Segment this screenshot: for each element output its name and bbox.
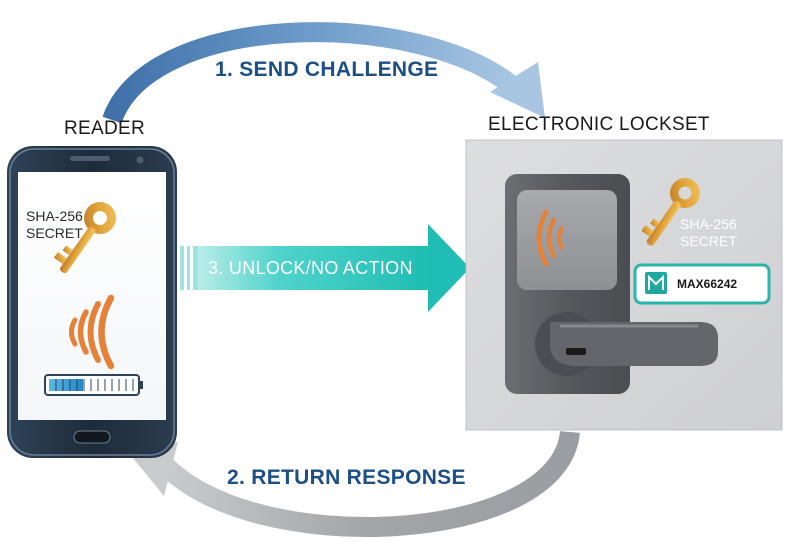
reader-secret-label: SHA-256 SECRET	[26, 208, 83, 242]
unlock-label: 3. UNLOCK/NO ACTION	[208, 258, 413, 278]
lock-reader-pad	[517, 190, 617, 290]
send-challenge-arrow	[102, 22, 545, 124]
lockset-secret-label: SHA-256 SECRET	[680, 216, 737, 250]
return-response-label: 2. RETURN RESPONSE	[227, 466, 466, 489]
max66242-chip-badge	[633, 263, 771, 305]
reader-title: READER	[64, 118, 145, 139]
battery-bar-icon	[44, 374, 143, 396]
reader-secret-line1: SHA-256	[26, 208, 83, 224]
key-icon	[53, 202, 116, 274]
door-handle-icon	[535, 312, 718, 376]
lockset-secret-line2: SECRET	[680, 233, 737, 249]
reader-secret-line2: SECRET	[26, 225, 83, 241]
nfc-wave-icon	[536, 209, 564, 267]
unlock-arrow	[180, 224, 470, 312]
nfc-wave-icon	[69, 294, 115, 370]
lockset-secret-line1: SHA-256	[680, 216, 737, 232]
phone-home-button	[73, 430, 111, 444]
chip-label: MAX66242	[677, 277, 738, 291]
send-challenge-label: 1. SEND CHALLENGE	[215, 58, 439, 81]
reader-phone	[7, 146, 177, 458]
key-icon	[641, 178, 700, 246]
lockset-title: ELECTRONIC LOCKSET	[488, 114, 710, 135]
